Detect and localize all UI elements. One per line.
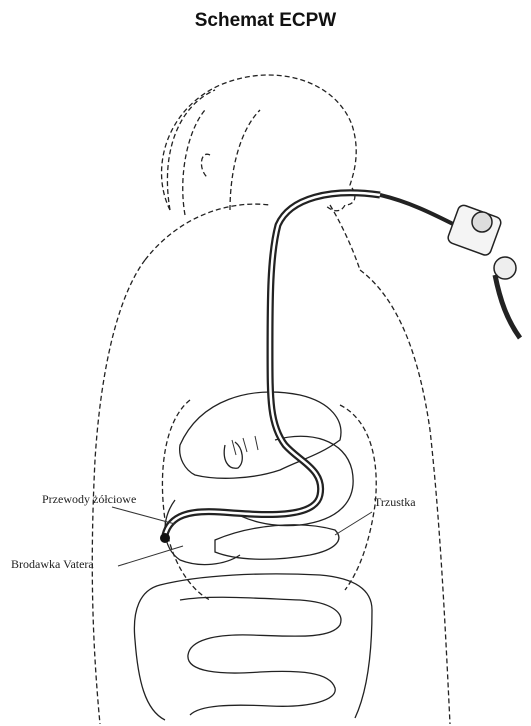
- shoulder-line: [145, 204, 360, 270]
- liver-vessels: [232, 436, 258, 455]
- papilla-pointer: [118, 546, 183, 566]
- hair-outline: [167, 90, 260, 215]
- endoscope-light-cable: [495, 275, 520, 338]
- small-intestine-shape: [180, 597, 341, 715]
- label-bile-ducts: Przewody żółciowe: [42, 492, 136, 506]
- endoscope-control-wheel: [472, 212, 492, 232]
- abdomen-outline: [162, 400, 376, 600]
- ear-outline: [201, 154, 210, 178]
- label-pancreas: Trzustka: [374, 495, 416, 509]
- colon-shape: [134, 574, 372, 720]
- bile-ducts-pointer: [112, 507, 175, 524]
- endoscope-handle: [446, 204, 502, 257]
- endoscope-tube: [165, 193, 380, 535]
- endoscope-tip: [160, 533, 170, 543]
- head-outline: [162, 75, 357, 211]
- endoscope-cable: [380, 195, 455, 225]
- liver-shape: [180, 392, 341, 478]
- pancreas-shape: [215, 525, 339, 559]
- pancreas-pointer: [335, 512, 372, 535]
- label-papilla: Brodawka Vatera: [11, 557, 94, 571]
